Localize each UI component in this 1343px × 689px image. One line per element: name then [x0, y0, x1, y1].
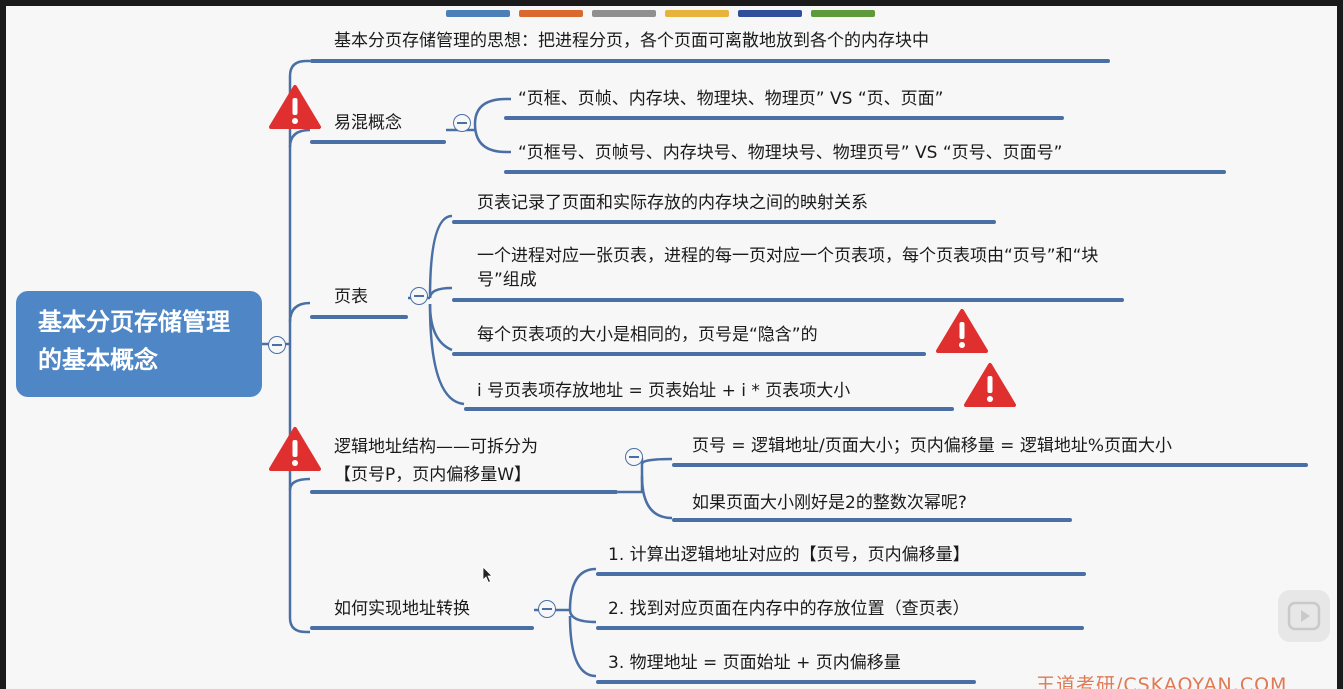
warning-triangle-icon: [964, 363, 1016, 407]
page-table-item[interactable]: 每个页表项的大小是相同的，页号是“隐含”的: [477, 325, 818, 345]
collapse-minus-icon[interactable]: [538, 600, 556, 618]
mouse-cursor-icon: [482, 566, 493, 584]
underline: [452, 220, 996, 224]
connector-lines: [262, 59, 673, 678]
root-node[interactable]: 基本分页存储管理的基本概念: [16, 291, 262, 397]
page-table-item[interactable]: 页表记录了页面和实际存放的内存块之间的映射关系: [477, 193, 868, 213]
logical-item[interactable]: 如果页面大小刚好是2的整数次幂呢?: [692, 493, 967, 513]
underline: [452, 298, 1124, 302]
translate-item[interactable]: 1. 计算出逻辑地址对应的【页号，页内偏移量】: [608, 545, 970, 565]
watermark-text: 王道考研/CSKAOYAN.COM: [1036, 674, 1288, 689]
color-tab-gray[interactable]: [592, 10, 656, 17]
color-tab-yellow[interactable]: [665, 10, 729, 17]
logical-item[interactable]: 页号 = 逻辑地址/页面大小；页内偏移量 = 逻辑地址%页面大小: [692, 436, 1172, 456]
paging-idea-text: 基本分页存储管理的思想：把进程分页，各个页面可离散地放到各个的内存块中: [334, 31, 929, 51]
page-table-item[interactable]: i 号页表项存放地址 = 页表始址 + i * 页表项大小: [477, 381, 851, 401]
color-tab-blue[interactable]: [446, 10, 510, 17]
collapse-minus-icon[interactable]: [625, 448, 643, 466]
collapse-minus-icon[interactable]: [410, 287, 428, 305]
color-tab-green[interactable]: [811, 10, 875, 17]
collapse-minus-icon[interactable]: [268, 336, 286, 354]
underline: [310, 315, 408, 319]
underline: [310, 59, 1110, 63]
branch-label-confusing[interactable]: 易混概念: [334, 113, 402, 133]
underline: [310, 626, 534, 630]
warning-triangle-icon: [936, 309, 988, 353]
underline: [310, 140, 446, 144]
translate-item[interactable]: 3. 物理地址 = 页面始址 + 页内偏移量: [608, 653, 901, 673]
warning-triangle-icon: [269, 85, 321, 129]
underline: [310, 490, 618, 494]
underline: [596, 626, 1084, 630]
color-tab-orange[interactable]: [519, 10, 583, 17]
underline: [504, 170, 1226, 174]
mindmap-canvas: 基本分页存储管理的思想：把进程分页，各个页面可离散地放到各个的内存块中 基本分页…: [6, 6, 1337, 689]
collapse-minus-icon[interactable]: [453, 114, 471, 132]
page-table-item[interactable]: 一个进程对应一张页表，进程的每一页对应一个页表项，每个页表项由“页号”和“块号”…: [477, 246, 1099, 290]
branch-label-logical-line1[interactable]: 逻辑地址结构——可拆分为: [334, 437, 538, 457]
underline: [596, 680, 976, 684]
confusing-item[interactable]: “页框号、页帧号、内存块号、物理块号、物理页号” VS “页号、页面号”: [518, 143, 1063, 163]
underline: [464, 407, 954, 411]
play-button[interactable]: [1278, 590, 1330, 642]
underline: [596, 572, 1086, 576]
branch-label-logical-line2[interactable]: 【页号P，页内偏移量W】: [334, 465, 532, 485]
underline: [672, 518, 1072, 522]
underline: [672, 463, 1308, 467]
branch-label-translate[interactable]: 如何实现地址转换: [334, 599, 470, 619]
confusing-item[interactable]: “页框、页帧、内存块、物理块、物理页” VS “页、页面”: [518, 89, 944, 109]
play-icon: [1287, 601, 1321, 631]
color-tab-navy[interactable]: [738, 10, 802, 17]
underline: [504, 116, 1064, 120]
branch-label-page-table[interactable]: 页表: [334, 287, 368, 307]
underline: [452, 352, 926, 356]
warning-triangle-icon: [269, 427, 321, 471]
translate-item[interactable]: 2. 找到对应页面在内存中的存放位置（查页表）: [608, 599, 970, 619]
